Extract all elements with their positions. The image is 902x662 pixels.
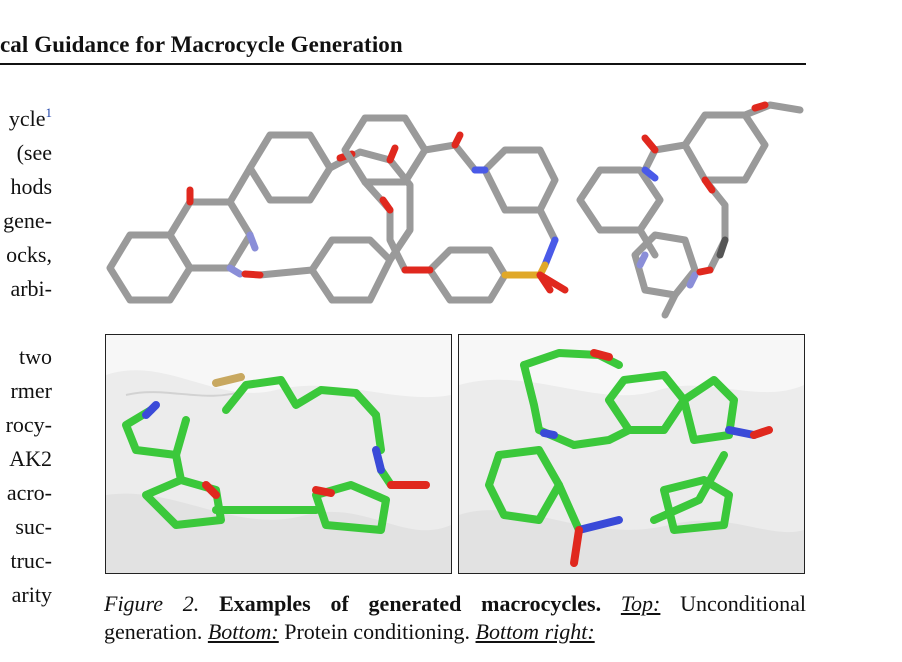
figure-caption: Figure 2. Examples of generated macrocyc… xyxy=(104,590,806,646)
text-fragment: rmer xyxy=(10,378,52,403)
protein-pocket-left xyxy=(105,334,452,574)
figure-title: Examples of generated macrocycles. xyxy=(219,591,602,616)
text-fragment: ycle1 xyxy=(8,105,53,131)
footnote-link[interactable]: 1 xyxy=(45,105,53,120)
page-header: cal Guidance for Macrocycle Generation xyxy=(0,32,806,65)
pocket-rendering-right xyxy=(459,335,804,573)
text-fragment: two xyxy=(19,344,52,369)
text-fragment: arbi- xyxy=(10,276,52,301)
text-fragment: acro- xyxy=(6,480,52,505)
macrocycle-3 xyxy=(576,101,804,319)
caption-text-bottom: Protein conditioning. xyxy=(284,619,471,644)
protein-pocket-right xyxy=(458,334,805,574)
text-fragment: truc- xyxy=(10,548,52,573)
macrocycle-2 xyxy=(341,114,569,304)
text-fragment: rocy- xyxy=(5,412,52,437)
caption-tag-top: Top: xyxy=(620,591,661,616)
text-fragment: (see xyxy=(16,140,52,165)
pocket-rendering-left xyxy=(106,335,451,573)
figure-label: Figure 2. xyxy=(104,591,200,616)
text-fragment: ocks, xyxy=(6,242,52,267)
molecule-renderings xyxy=(106,101,804,319)
caption-tag-bottom: Bottom: xyxy=(207,619,279,644)
caption-tag-bottom-right: Bottom right: xyxy=(475,619,595,644)
top-row-molecules xyxy=(100,90,810,330)
macrocycle-1 xyxy=(106,131,414,304)
text-fragment: AK2 xyxy=(9,446,52,471)
left-column-text: ycle1 (see hods gene- ocks, arbi- two rm… xyxy=(0,96,52,612)
text-fragment: arity xyxy=(11,582,52,607)
text-fragment: hods xyxy=(10,174,52,199)
header-rule xyxy=(0,63,806,65)
text-fragment: suc- xyxy=(15,514,52,539)
running-title: cal Guidance for Macrocycle Generation xyxy=(0,32,403,57)
caption-text-top: Unconditional generation. xyxy=(104,591,807,644)
text-fragment: gene- xyxy=(3,208,52,233)
